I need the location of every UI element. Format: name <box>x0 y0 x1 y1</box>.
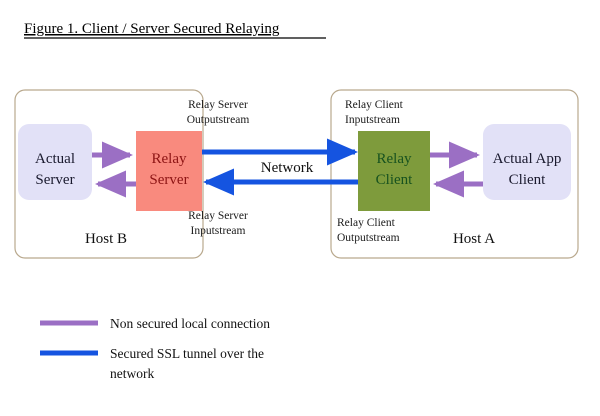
node-relay-client-label-line2: Client <box>376 172 413 188</box>
label-relay-client-inputstream-line1: Relay Client <box>345 99 404 111</box>
node-relay-client[interactable] <box>358 131 430 211</box>
label-relay-server-inputstream-line2: Inputstream <box>191 225 246 237</box>
node-actual-server[interactable] <box>18 124 92 200</box>
network-label: Network <box>261 160 314 176</box>
label-relay-client-outputstream-line2: Outputstream <box>337 232 400 244</box>
page-title: Figure 1. Client / Server Secured Relayi… <box>24 21 280 37</box>
node-actual-server-label-line1: Actual <box>35 151 75 167</box>
label-relay-client-inputstream-line2: Inputstream <box>345 114 400 126</box>
host-boundary-host-a <box>330 89 579 259</box>
node-relay-server[interactable] <box>136 131 202 211</box>
node-relay-server-label-line2: Server <box>149 172 188 188</box>
host-label-host-b: Host B <box>85 231 127 247</box>
node-actual-server-label-line2: Server <box>35 172 74 188</box>
node-actual-app-client[interactable] <box>483 124 571 200</box>
label-relay-server-outputstream-line2: Outputstream <box>187 114 250 126</box>
node-actual-app-client-label-line2: Client <box>509 172 546 188</box>
host-label-host-a: Host A <box>453 231 495 247</box>
legend-label-non-secured-line1: Non secured local connection <box>110 316 270 331</box>
label-relay-server-outputstream-line1: Relay Server <box>188 99 248 111</box>
legend-label-secured-ssl-line2: network <box>110 366 154 381</box>
label-relay-server-inputstream-line1: Relay Server <box>188 210 248 222</box>
node-actual-app-client-label-line1: Actual App <box>493 151 562 167</box>
node-relay-server-label-line1: Relay <box>152 151 187 167</box>
node-relay-client-label-line1: Relay <box>377 151 412 167</box>
label-relay-client-outputstream-line1: Relay Client <box>337 217 396 229</box>
legend-label-secured-ssl-line1: Secured SSL tunnel over the <box>110 346 264 361</box>
